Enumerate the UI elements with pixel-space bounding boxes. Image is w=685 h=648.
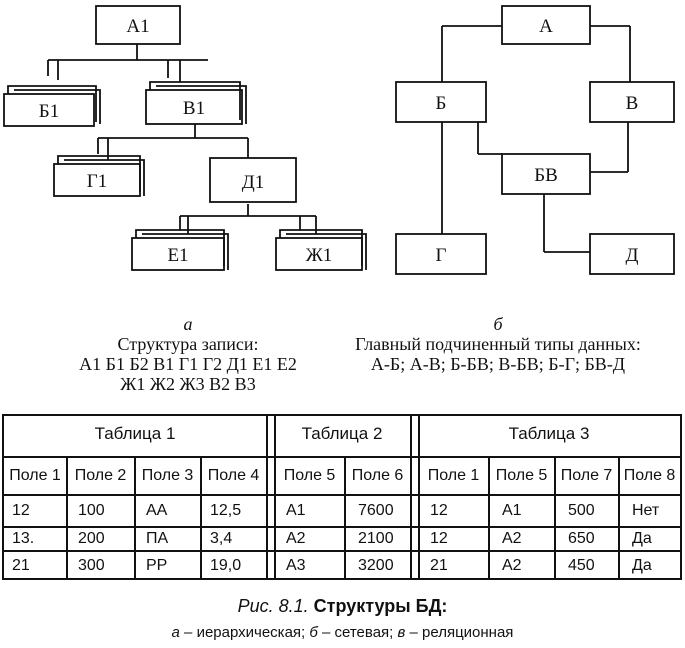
t3-r3-c3: 450: [568, 557, 595, 574]
table-1-title: Таблица 1: [94, 424, 176, 443]
t3-header-1: Поле 1: [427, 467, 480, 484]
legend-v-text: – реляционная: [405, 624, 514, 641]
node-a1: А1: [126, 16, 149, 37]
figure-caption-title: Рис. 8.1. Структуры БД:: [0, 596, 685, 617]
t1-r3-c4: 19,0: [210, 557, 242, 574]
t1-r2-c2: 200: [78, 530, 105, 547]
t1-r2-c4: 3,4: [210, 530, 233, 547]
t3-r3-c4: Да: [632, 557, 652, 574]
node-a: А: [539, 16, 553, 37]
node-d: Д: [626, 245, 639, 266]
relational-tables: Таблица 1 Таблица 2 Таблица 3 Поле 1 Пол…: [2, 414, 682, 580]
t2-r2-c1: А2: [286, 530, 306, 547]
node-d1: Д1: [242, 172, 264, 193]
t3-header-3: Поле 7: [560, 467, 613, 484]
table-3-title: Таблица 3: [508, 424, 590, 443]
table-2-title: Таблица 2: [301, 424, 383, 443]
node-g1: Г1: [87, 171, 107, 192]
node-bv: БВ: [534, 165, 558, 186]
t3-r1-c1: 12: [430, 502, 448, 519]
t2-header-1: Поле 5: [283, 467, 336, 484]
net-caption: б Главный подчиненный типы данных: А-Б; …: [348, 314, 648, 374]
t3-r3-c2: А2: [502, 557, 522, 574]
net-types-title: Главный подчиненный типы данных:: [355, 334, 641, 354]
t3-header-4: Поле 8: [623, 467, 676, 484]
t1-header-4: Поле 4: [207, 467, 260, 484]
t3-r2-c1: 12: [430, 530, 448, 547]
t1-r1-c3: АА: [146, 502, 168, 519]
legend-b: б: [309, 624, 318, 641]
legend-b-text: – сетевая;: [317, 624, 398, 641]
t2-r3-c1: А3: [286, 557, 306, 574]
t3-header-2: Поле 5: [495, 467, 548, 484]
hier-struct-title: Структура записи:: [117, 334, 259, 354]
t3-r2-c4: Да: [632, 530, 652, 547]
t3-r1-c4: Нет: [632, 502, 660, 519]
t1-r3-c2: 300: [78, 557, 105, 574]
net-label: б: [493, 314, 503, 334]
hier-struct-line2: Ж1 Ж2 Ж3 В2 В3: [120, 374, 256, 394]
legend-a-text: – иерархическая;: [179, 624, 310, 641]
net-types-line: А-Б; А-В; Б-БВ; В-БВ; Б-Г; БВ-Д: [370, 354, 626, 374]
t3-r2-c2: А2: [502, 530, 522, 547]
t1-header-2: Поле 2: [74, 467, 127, 484]
t2-r1-c2: 7600: [358, 502, 394, 519]
t2-r2-c2: 2100: [358, 530, 394, 547]
t1-r3-c1: 21: [12, 557, 30, 574]
t1-r2-c1: 13.: [12, 530, 35, 547]
node-zh1: Ж1: [306, 245, 333, 266]
t2-header-2: Поле 6: [351, 467, 404, 484]
t3-r3-c1: 21: [430, 557, 448, 574]
node-v: В: [626, 93, 639, 114]
hier-label: а: [183, 314, 193, 334]
t1-r1-c2: 100: [78, 502, 105, 519]
node-e1: Е1: [167, 245, 188, 266]
t2-r1-c1: А1: [286, 502, 306, 519]
t3-r1-c3: 500: [568, 502, 595, 519]
db-structure-diagrams: А1 Б1 В1 Г1 Д1 Е1 Ж1 А Б В БВ Г Д: [3, 5, 675, 275]
figure-caption-legend: а – иерархическая; б – сетевая; в – реля…: [0, 624, 685, 641]
hier-caption: а Структура записи: А1 Б1 Б2 В1 Г1 Г2 Д1…: [68, 314, 308, 394]
t1-r3-c3: РР: [146, 557, 168, 574]
legend-a: а: [171, 624, 180, 641]
figure-number: Рис. 8.1.: [237, 596, 309, 616]
legend-v: в: [397, 624, 406, 641]
figure-title: Структуры БД:: [313, 596, 448, 616]
node-b: Б: [436, 93, 447, 114]
node-b1: Б1: [39, 101, 59, 122]
t2-r3-c2: 3200: [358, 557, 394, 574]
node-v1: В1: [183, 98, 205, 119]
hier-struct-line1: А1 Б1 Б2 В1 Г1 Г2 Д1 Е1 Е2: [79, 354, 297, 374]
t1-header-1: Поле 1: [9, 467, 61, 484]
t3-r1-c2: А1: [502, 502, 522, 519]
t3-r2-c3: 650: [568, 530, 595, 547]
t1-r1-c1: 12: [12, 502, 30, 519]
t1-r2-c3: ПА: [146, 530, 169, 547]
t1-header-3: Поле 3: [141, 467, 194, 484]
node-g: Г: [436, 245, 447, 266]
t1-r1-c4: 12,5: [210, 502, 242, 519]
